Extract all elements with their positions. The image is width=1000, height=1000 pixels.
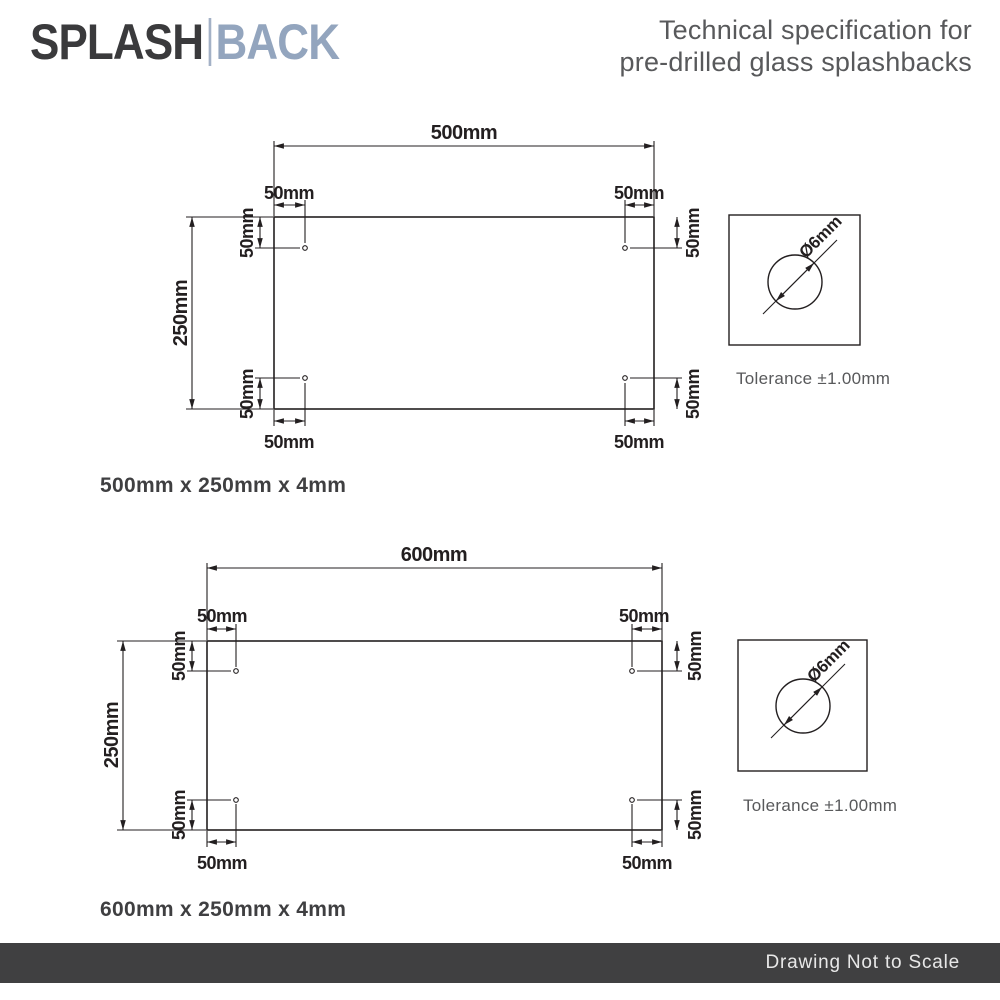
document-title: Technical specification for pre-drilled … [620, 14, 972, 78]
dim-label-offset: 50mm [683, 369, 703, 419]
scale-disclaimer: Drawing Not to Scale [765, 952, 960, 973]
drill-hole-top-right [622, 245, 628, 251]
drill-hole-bottom-left [233, 797, 239, 803]
dim-label-offset: 50mm [683, 208, 703, 258]
drill-hole-bottom-right [622, 375, 628, 381]
dim-label-offset: 50mm [197, 853, 247, 873]
diameter-label: Ø6mm [795, 212, 845, 262]
dim-label-offset: 50mm [264, 183, 314, 203]
diameter-label: Ø6mm [803, 636, 853, 686]
dim-label-offset: 50mm [237, 369, 257, 419]
dim-label-height: 250mm [170, 280, 192, 346]
tolerance-note-1: Tolerance ±1.00mm [736, 369, 891, 388]
drill-hole-top-right [629, 668, 635, 674]
dim-label-width: 500mm [431, 122, 497, 144]
dim-label-offset: 50mm [614, 432, 664, 452]
dim-label-height: 250mm [101, 702, 123, 768]
detail-box [728, 214, 861, 346]
tolerance-note-2: Tolerance ±1.00mm [743, 796, 898, 815]
detail-hole-circle [775, 678, 831, 734]
dim-label-offset: 50mm [619, 606, 669, 626]
drawing-600mm-panel [117, 563, 682, 847]
drill-hole-bottom-right [629, 797, 635, 803]
drill-hole-top-left [302, 245, 308, 251]
hole-detail-view-1 [728, 214, 861, 346]
drawing-600mm-labels: 600mm 250mm 50mm 50mm 50mm 50mm 50mm 50m… [101, 544, 705, 873]
detail-hole-circle [767, 254, 823, 310]
hole-detail-view-2 [737, 639, 868, 772]
glass-panel-outline-500 [273, 216, 655, 410]
drawing-500mm-panel [186, 141, 682, 426]
dim-label-offset: 50mm [264, 432, 314, 452]
footer-bar: Drawing Not to Scale [0, 943, 1000, 983]
document-title-line1: Technical specification for [658, 15, 972, 45]
panel-size-caption-2: 600mm x 250mm x 4mm [100, 898, 347, 921]
dim-label-width: 600mm [401, 544, 467, 566]
dim-label-offset: 50mm [169, 631, 189, 681]
dim-label-offset: 50mm [237, 208, 257, 258]
dim-label-offset: 50mm [685, 790, 705, 840]
panel-size-caption-1: 500mm x 250mm x 4mm [100, 474, 347, 497]
logo-text-back: BACK [215, 14, 340, 70]
document-title-line2: pre-drilled glass splashbacks [619, 47, 972, 77]
dim-label-offset: 50mm [197, 606, 247, 626]
logo-text-splash: SPLASH [30, 14, 204, 70]
diameter-arrows [775, 262, 815, 302]
dim-label-offset: 50mm [622, 853, 672, 873]
diameter-arrows [783, 686, 823, 726]
detail-box [737, 639, 868, 772]
dim-label-offset: 50mm [614, 183, 664, 203]
drawing-500mm-labels: 500mm 250mm 50mm 50mm 50mm 50mm 50mm 50m… [170, 122, 703, 452]
glass-panel-outline-600 [206, 640, 663, 831]
drill-hole-bottom-left [302, 375, 308, 381]
logo-divider [208, 18, 212, 66]
dim-label-offset: 50mm [169, 790, 189, 840]
dim-label-offset: 50mm [685, 631, 705, 681]
drill-hole-top-left [233, 668, 239, 674]
